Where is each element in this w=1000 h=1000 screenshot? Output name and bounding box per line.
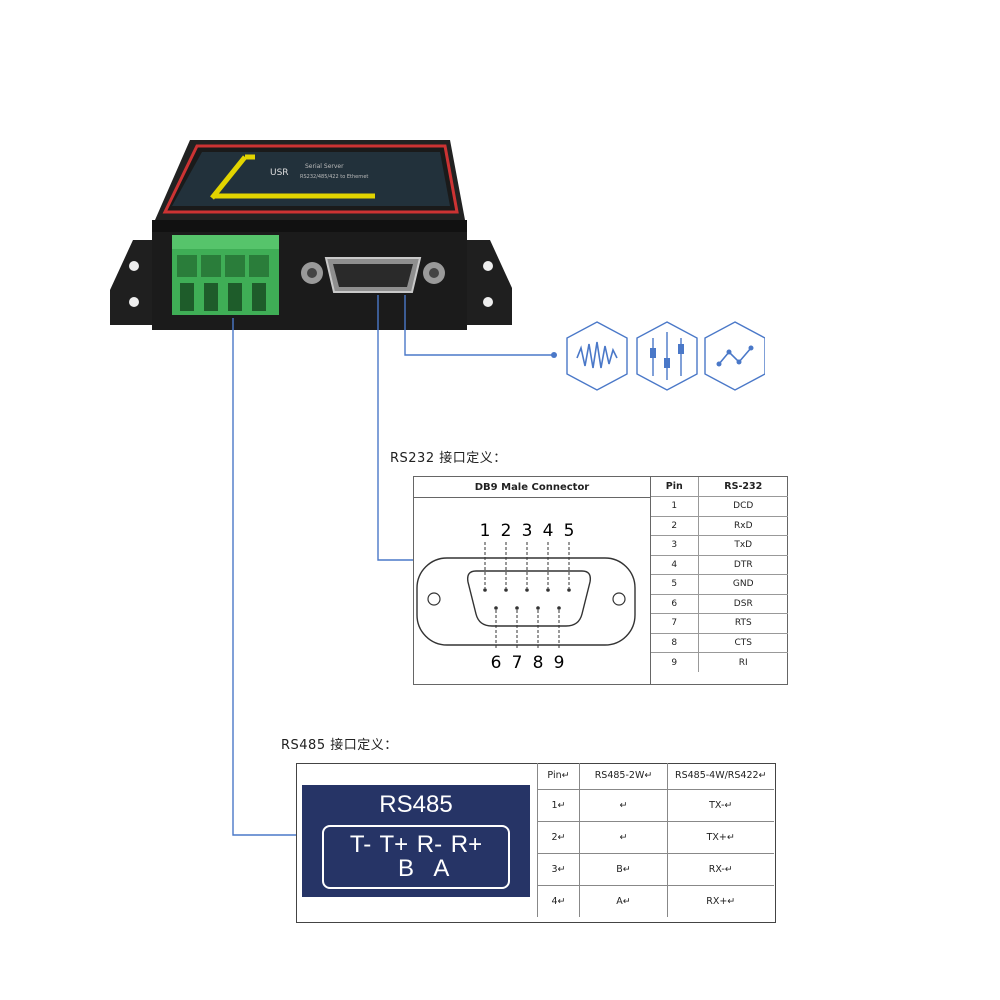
table-cell: GND [697,574,788,595]
pin-number: 7 [512,653,523,673]
table-cell: 1 [651,496,699,517]
table-row: 4↵A↵RX+↵ [537,884,774,917]
table-cell: RX-↵ [667,852,774,886]
table-cell: 6 [651,593,699,614]
pin-number: 8 [533,653,544,673]
table-cell: TX-↵ [667,788,774,822]
pin-number: 5 [564,521,575,541]
right-mount-ear [465,240,512,325]
signal-icon [704,321,765,391]
left-mount-ear [110,240,155,325]
table-cell: DSR [697,593,788,614]
table-cell: 5 [651,574,699,595]
rs485-terminal-box: T- T+ R- R+ B A [322,825,510,889]
table-row: 3↵B↵RX-↵ [537,852,774,886]
header-cell: RS-232 [697,477,788,497]
table-cell: 4 [651,554,699,575]
db9-header: DB9 Male Connector [414,477,651,498]
rs232-connector-line [377,295,379,400]
header-cell: Pin [651,477,699,497]
pin-number: 4 [543,521,554,541]
table-cell: 2 [651,515,699,536]
pin-number: 3 [522,521,533,541]
table-cell: B↵ [579,852,668,886]
table-cell: A↵ [579,884,668,917]
network-connector-line [404,295,553,356]
table-cell: 7 [651,613,699,634]
pin-number: 2 [501,521,512,541]
table-cell: RX+↵ [667,884,774,917]
header-cell: RS485-4W/RS422↵ [667,763,774,790]
db9-port [301,257,445,293]
terminal-ab: B A [398,855,450,882]
table-cell: 3↵ [537,852,580,886]
table-row: 1↵↵TX-↵ [537,788,774,822]
rs232-definition-table: DB9 Male Connector 1 2 3 4 5 [413,476,788,685]
rs232-section-title: RS232 接口定义： [390,451,507,466]
table-cell: CTS [697,632,788,653]
header-cell: Pin↵ [537,763,580,790]
table-cell: 1↵ [537,788,580,822]
table-cell: TxD [697,535,788,556]
rs485-label-title: RS485 [379,791,453,818]
device-brand: USR [270,168,289,178]
table-cell: ↵ [579,788,668,822]
rs485-terminal-label: RS485 T- T+ R- R+ B A [302,785,530,897]
svg-text:RS232/485/422 to Ethernet: RS232/485/422 to Ethernet [300,174,368,180]
table-cell: 3 [651,535,699,556]
table-header-row: Pin↵ RS485-2W↵ RS485-4W/RS422↵ [537,763,774,790]
table-cell: RxD [697,515,788,536]
rs485-section-title: RS485 接口定义： [281,738,398,753]
terminal-block [172,235,279,315]
table-cell: 2↵ [537,820,580,854]
pin-number: 1 [480,521,491,541]
header-cell: RS485-2W↵ [579,763,668,790]
db9-connector-drawing: 1 2 3 4 5 6 [414,498,651,685]
pin-number: 6 [491,653,502,673]
device-illustration: USR Serial Server RS232/485/422 to Ether… [110,140,557,400]
table-row: 2↵↵TX+↵ [537,820,774,854]
table-cell: ↵ [579,820,668,854]
table-cell: 4↵ [537,884,580,917]
table-cell: RI [697,652,788,672]
table-cell: 9 [651,652,699,672]
table-cell: DTR [697,554,788,575]
feature-icons [566,321,765,391]
terminal-signals: T- T+ R- R+ [349,831,483,858]
svg-text:Serial Server: Serial Server [305,163,344,170]
pin-number: 9 [554,653,565,673]
table-cell: DCD [697,496,788,517]
waveform-icon [566,321,628,391]
circuit-icon [636,321,698,391]
table-cell: TX+↵ [667,820,774,854]
table-cell: 8 [651,632,699,653]
rs485-pin-table: Pin↵ RS485-2W↵ RS485-4W/RS422↵ 1↵↵TX-↵ 2… [537,763,774,917]
table-cell: RTS [697,613,788,634]
